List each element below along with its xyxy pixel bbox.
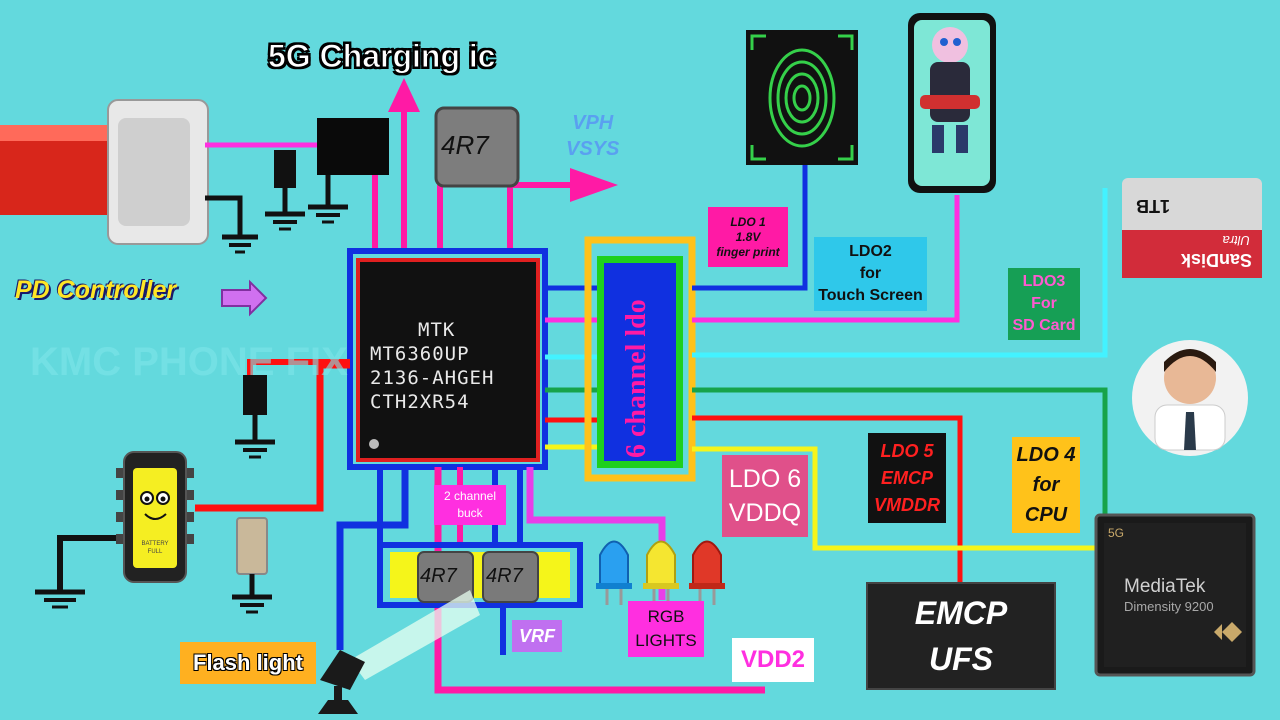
ldo4-label: LDO 4 for CPU [1012,437,1080,533]
pd-controller-label: PD Controller [15,276,177,304]
capacitor-usb [274,150,296,188]
buck-line2: buck [457,506,483,520]
rgb-line2: LIGHTS [635,631,697,650]
capacitor-beige [236,517,268,575]
battery-text: BATTERY FULL [133,540,177,556]
ldo5-line1: LDO 5 [880,440,934,461]
ldo3-line1: LDO3 [1022,273,1066,290]
pmic-line2: 2136-AHGEH [370,367,495,389]
buck-label: 2 channel buck [434,485,506,525]
ldo-block-label: 6 channel ldo [621,299,652,458]
page-title: 5G Charging ic [268,38,497,75]
vph-vsys-label: VPH VSYS [566,110,619,162]
sd-card-size: 1TB [1135,196,1170,216]
emcp-line1: EMCP [914,595,1008,631]
vph-text: VPH [572,112,614,134]
ldo3-line2: For [1031,295,1057,312]
inductor-left [417,551,474,603]
flash-light-label: Flash light [180,642,316,684]
vdd2-label: VDD2 [732,638,814,682]
mosfet [317,118,389,175]
pmic-part: MT6360UP [370,343,470,365]
ldo2-line1: LDO2 [849,243,892,260]
ldo3-line3: SD Card [1012,317,1076,334]
flash-light-icon [318,650,365,714]
cpu-badge: 5G [1108,526,1125,540]
rgb-leds [596,540,725,605]
fingerprint-sensor [746,30,858,165]
ldo2-label: LDO2 for Touch Screen [814,237,927,311]
watermark: KMC PHONE FIX [30,340,348,384]
capacitor-battery [243,375,267,415]
ldo4-line3: CPU [1024,504,1068,526]
vrf-label: VRF [512,620,562,652]
pmic-brand: MTK [418,319,456,341]
sd-card-text: SanDisk Ultra 1TB [1122,178,1262,278]
ldo3-label: LDO3 For SD Card [1008,268,1080,340]
rgb-label: RGB LIGHTS [628,601,704,657]
ldo-block [604,263,676,461]
emcp-label: EMCP UFS [867,588,1055,684]
buck-line1: 2 channel [443,489,497,503]
rgb-line1: RGB [647,607,685,626]
sd-card-brand: SanDisk [1180,250,1252,270]
ldo6-line1: LDO 6 [728,465,802,493]
inductor-right [482,551,539,603]
pmic-marking: MTK MT6360UP 2136-AHGEH CTH2XR54 [370,318,494,414]
ldo5-line3: VMDDR [874,494,940,515]
ldo1-line2: 1.8V [735,229,761,244]
cpu-brand: MediaTek [1124,576,1206,597]
ldo2-line2: for [859,265,882,282]
inductor-left-label: 4R7 [420,565,457,587]
ldo6-label: LDO 6 VDDQ [722,455,808,537]
vsys-text: VSYS [566,138,620,160]
emcp-chip [866,582,1056,690]
ldo5-line2: EMCP [880,467,933,488]
inductor-right-label: 4R7 [486,565,523,587]
sd-card-model: Ultra [1222,233,1250,248]
ldo2-line3: Touch Screen [818,287,923,304]
ldo1-line1: LDO 1 [730,214,766,229]
inductor-top [434,106,520,188]
pmic-chip [356,258,540,462]
arrow-right-icon [221,279,268,317]
ldo1-label: LDO 1 1.8V finger print [708,207,788,267]
cpu-model: Dimensity 9200 [1124,599,1214,614]
ldo4-line2: for [1032,474,1060,496]
ldo4-line1: LDO 4 [1016,444,1076,466]
battery-line2: FULL [147,549,163,555]
pmic-line3: CTH2XR54 [370,391,470,413]
inductor-top-label: 4R7 [441,130,489,160]
emcp-line2: UFS [929,641,993,677]
battery-line1: BATTERY [141,541,169,547]
ldo6-line2: VDDQ [728,499,802,527]
ldo5-label: LDO 5 EMCP VMDDR [868,433,946,523]
ldo1-line3: finger print [716,244,780,259]
